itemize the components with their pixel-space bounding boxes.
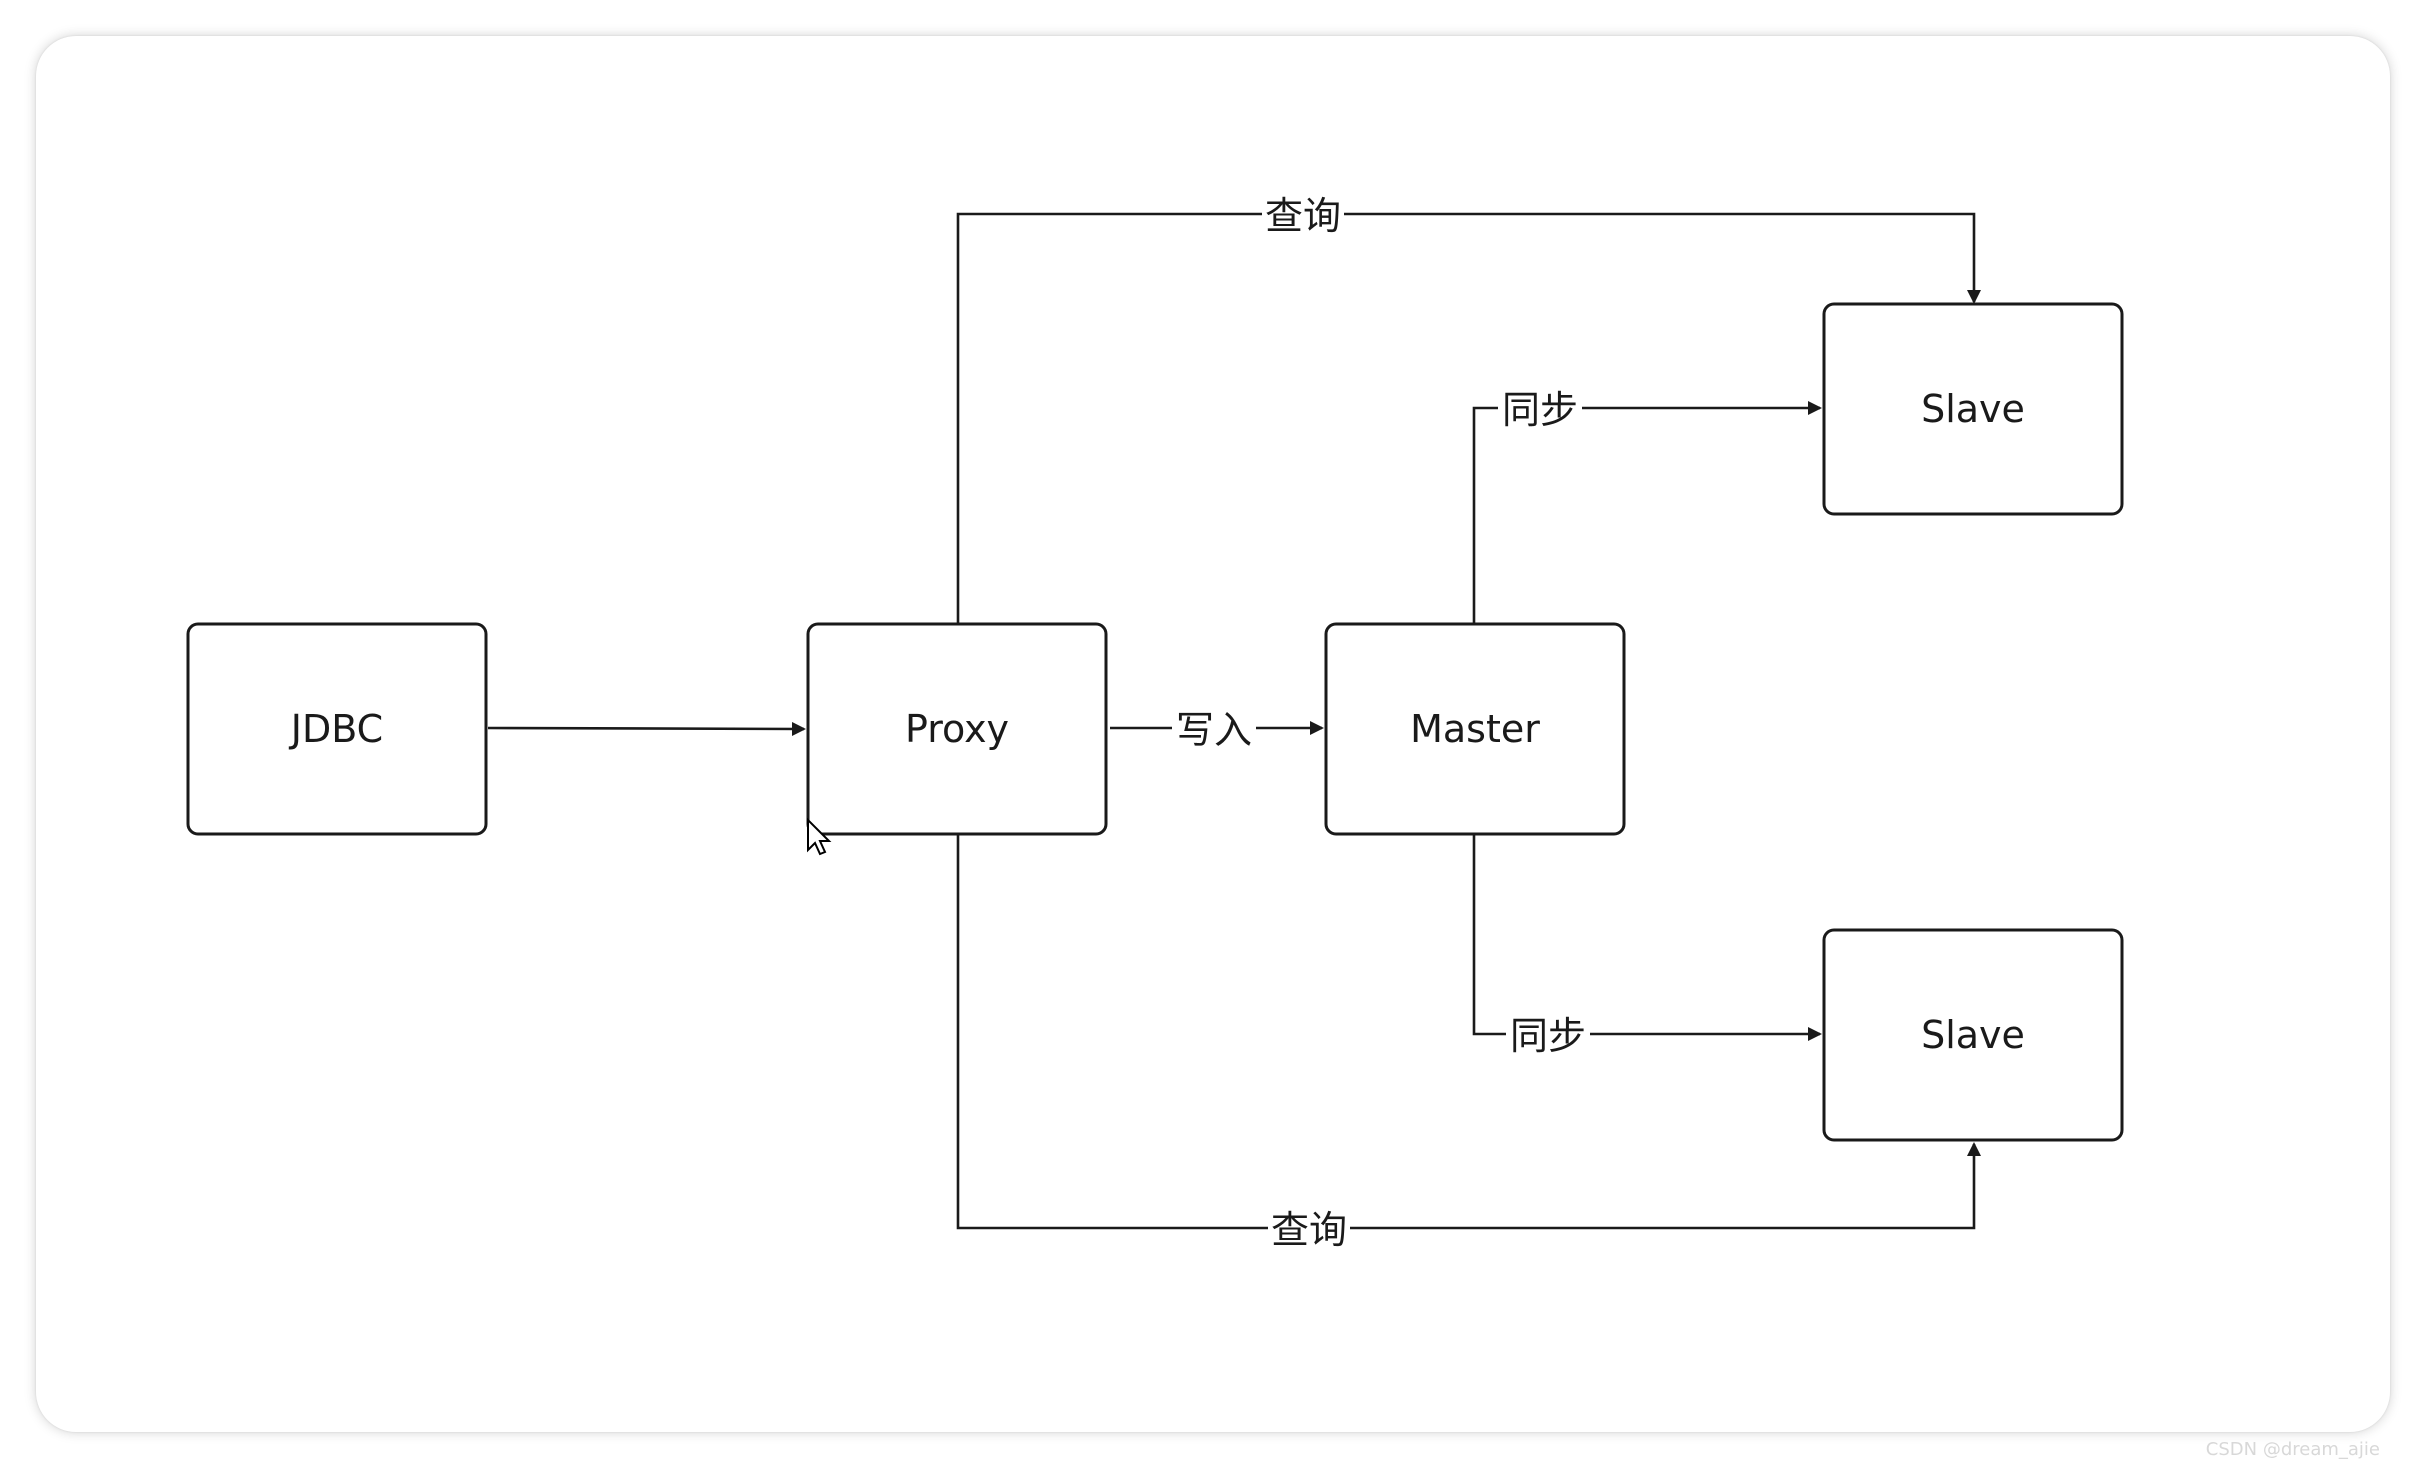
edge-master-slave-top-sync [1472,401,1822,624]
node-master-label: Master [1410,707,1540,751]
edge-labels: 查询 查询 写入 同步 同步 [1172,186,1590,1254]
edge-master-slave-bottom-sync [1472,834,1822,1041]
node-master[interactable]: Master [1324,622,1626,836]
node-slave-bottom[interactable]: Slave [1822,928,2124,1142]
node-slave-top[interactable]: Slave [1822,302,2124,516]
edge-label-sync-bottom: 同步 [1510,1014,1586,1058]
edge-proxy-slave-top-query [956,212,1981,624]
mouse-cursor-icon [807,817,832,856]
node-proxy[interactable]: Proxy [806,622,1108,836]
edge-label-query-top: 查询 [1265,194,1341,238]
watermark: CSDN @dream_ajie [2206,1439,2380,1460]
node-slave-bottom-label: Slave [1921,1013,2025,1057]
edge-jdbc-proxy [487,721,806,736]
node-jdbc-label: JDBC [289,707,383,751]
edge-label-write: 写入 [1176,708,1252,752]
node-slave-top-label: Slave [1921,387,2025,431]
edge-label-sync-top: 同步 [1502,388,1578,432]
node-jdbc[interactable]: JDBC [186,622,488,836]
edge-label-query-bottom: 查询 [1271,1208,1347,1252]
edge-proxy-slave-bottom-query [956,834,1981,1230]
node-proxy-label: Proxy [905,707,1009,751]
